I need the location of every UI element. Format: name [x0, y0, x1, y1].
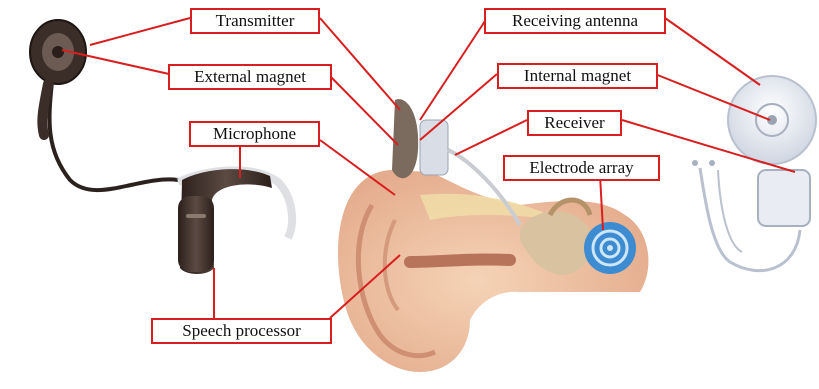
label-electrode-array: Electrode array — [503, 155, 660, 181]
label-transmitter: Transmitter — [190, 8, 320, 34]
leader-receiver — [455, 120, 527, 155]
headpiece-cable — [42, 82, 178, 190]
label-microphone: Microphone — [189, 121, 320, 147]
label-receiving-antenna: Receiving antenna — [484, 8, 666, 34]
cochlear-implant — [692, 76, 816, 271]
external-transmitter-coil — [30, 20, 86, 84]
leader-receiving-antenna — [420, 18, 487, 120]
leader-transmitter-to-ear — [320, 18, 400, 110]
leader-external-magnet-to-ear — [330, 76, 398, 145]
label-receiver: Receiver — [527, 110, 622, 136]
label-external-magnet: External magnet — [168, 64, 332, 90]
label-internal-magnet: Internal magnet — [497, 63, 658, 89]
leader-antenna-to-implant — [665, 18, 760, 85]
label-speech-processor: Speech processor — [151, 318, 332, 344]
speech-processor-unit — [178, 169, 292, 274]
leader-transmitter — [90, 18, 190, 45]
leader-internal-magnet — [420, 74, 497, 140]
